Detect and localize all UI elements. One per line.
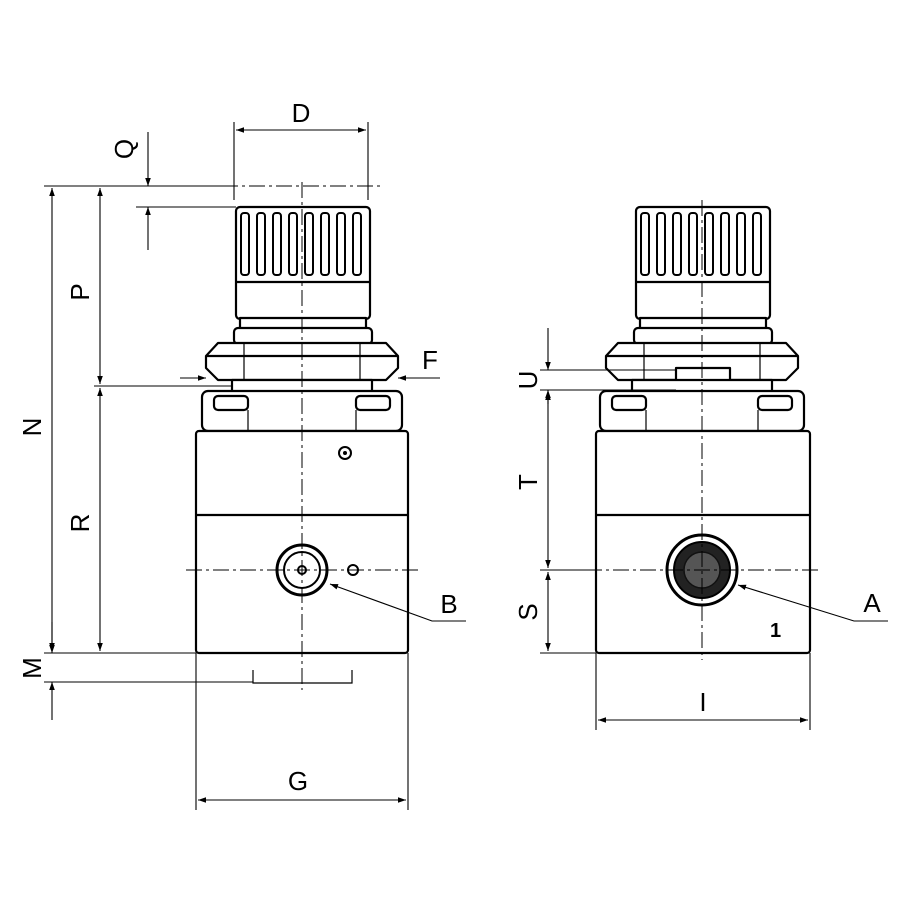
label-i: I <box>699 687 706 717</box>
label-d: D <box>292 98 311 128</box>
label-f: F <box>422 345 438 375</box>
right-knob <box>632 205 774 346</box>
left-view <box>186 182 420 690</box>
left-dimensions: D Q N P R M F G B <box>17 98 466 810</box>
label-b: B <box>440 589 457 619</box>
leader-a-line <box>737 584 888 622</box>
label-p: P <box>65 283 95 300</box>
label-g: G <box>288 766 308 796</box>
right-body: 1 <box>594 429 812 655</box>
label-t: T <box>513 474 543 490</box>
leader-b-line <box>329 583 466 622</box>
port-number-label: 1 <box>770 620 781 642</box>
label-r: R <box>65 514 95 533</box>
right-dimensions: U T S I A <box>513 328 888 730</box>
label-u: U <box>513 371 543 390</box>
right-view: 1 <box>586 200 820 660</box>
right-hex-nut <box>604 341 800 394</box>
label-s: S <box>513 603 543 620</box>
label-m: M <box>17 657 47 679</box>
label-n: N <box>17 418 47 437</box>
label-q: Q <box>109 139 139 159</box>
left-knob <box>232 205 374 346</box>
label-a: A <box>863 588 881 618</box>
